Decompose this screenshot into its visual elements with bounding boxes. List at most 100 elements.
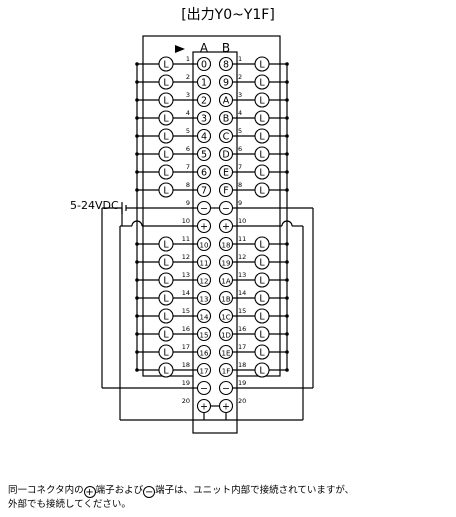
pin-number-right: 7 — [238, 163, 242, 171]
load-left-label: L — [163, 330, 169, 341]
minus-terminal-icon: − — [143, 486, 156, 498]
note-part1: 同一コネクタ内の — [8, 485, 84, 496]
load-left-label: L — [163, 240, 169, 251]
terminal-b-label: B — [223, 113, 230, 124]
junction-dot — [285, 314, 289, 318]
terminal-b-label: + — [222, 401, 230, 412]
junction-dot — [135, 188, 139, 192]
junction-dot — [285, 134, 289, 138]
junction-dot — [285, 278, 289, 282]
junction-dot — [285, 116, 289, 120]
load-right-label: L — [259, 258, 265, 269]
junction-dot — [285, 350, 289, 354]
load-left-label: L — [163, 294, 169, 305]
pin-number-left: 19 — [182, 379, 190, 387]
terminal-b-label: 9 — [223, 77, 229, 88]
terminal-b-label: 8 — [223, 59, 229, 70]
terminal-a-label: + — [200, 401, 208, 412]
terminal-b-label: − — [222, 203, 230, 214]
pin-number-right: 12 — [238, 253, 246, 261]
load-left-label: L — [163, 78, 169, 89]
load-right-label: L — [259, 150, 265, 161]
plus-terminal-icon: + — [83, 486, 96, 498]
pin-number-right: 17 — [238, 343, 246, 351]
junction-dot — [135, 260, 139, 264]
terminal-a-label: 15 — [200, 331, 209, 339]
load-right-label: L — [259, 168, 265, 179]
terminal-b-label: 18 — [222, 241, 231, 249]
junction-dot — [135, 152, 139, 156]
pin-number-left: 12 — [182, 253, 190, 261]
pin-number-right: 9 — [238, 199, 242, 207]
terminal-b-label: 1C — [221, 313, 230, 321]
pin-number-left: 8 — [186, 181, 190, 189]
terminal-b-label: 19 — [222, 259, 231, 267]
terminal-b-label: 1D — [221, 331, 231, 339]
pin-number-right: 13 — [238, 271, 246, 279]
load-right-label: L — [259, 60, 265, 71]
junction-dot — [285, 242, 289, 246]
terminal-b-label: A — [223, 95, 230, 106]
load-right-label: L — [259, 78, 265, 89]
load-left-label: L — [163, 366, 169, 377]
terminal-a-label: 3 — [201, 113, 207, 124]
terminal-b-label: C — [223, 131, 230, 142]
terminal-a-label: 1 — [201, 77, 207, 88]
load-right-label: L — [259, 114, 265, 125]
load-left-label: L — [163, 348, 169, 359]
terminal-b-label: 1E — [222, 349, 231, 357]
pin-number-right: 11 — [238, 235, 246, 243]
terminal-a-label: 10 — [200, 241, 209, 249]
load-right-label: L — [259, 330, 265, 341]
pin-number-left: 6 — [186, 145, 190, 153]
junction-dot — [285, 98, 289, 102]
terminal-b-label: 1F — [222, 367, 230, 375]
wire-crossover-left — [131, 220, 143, 227]
junction-dot — [285, 188, 289, 192]
junction-dot — [135, 242, 139, 246]
terminal-b-label: 1B — [221, 295, 230, 303]
pin-number-right: 16 — [238, 325, 246, 333]
supply-label: 5-24VDC — [70, 199, 119, 212]
load-right-label: L — [259, 96, 265, 107]
pin-number-right: 10 — [238, 217, 246, 225]
junction-dot — [135, 314, 139, 318]
junction-dot — [135, 170, 139, 174]
pin-number-right: 5 — [238, 127, 242, 135]
junction-dot — [285, 296, 289, 300]
pin1-arrow-icon — [175, 45, 185, 53]
note-part3: 端子は、ユニット内部で接続されていますが、 — [155, 485, 355, 496]
terminal-b-label: E — [223, 167, 229, 178]
pin-number-right: 14 — [238, 289, 246, 297]
pin-number-left: 5 — [186, 127, 190, 135]
pin-number-right: 4 — [238, 109, 242, 117]
pin-number-left: 10 — [182, 217, 190, 225]
load-right-label: L — [259, 294, 265, 305]
terminal-b-label: D — [222, 149, 229, 160]
junction-dot — [135, 62, 139, 66]
terminal-b-label: F — [223, 185, 228, 196]
pin-number-left: 1 — [186, 55, 190, 63]
junction-dot — [135, 332, 139, 336]
load-left-label: L — [163, 168, 169, 179]
load-left-label: L — [163, 132, 169, 143]
load-right-label: L — [259, 348, 265, 359]
pin-number-left: 17 — [182, 343, 190, 351]
pin-number-right: 6 — [238, 145, 242, 153]
pin-number-right: 8 — [238, 181, 242, 189]
load-left-label: L — [163, 96, 169, 107]
terminal-b-label: + — [222, 221, 230, 232]
pin-number-right: 2 — [238, 73, 242, 81]
note-line2: 外部でも接続してください。 — [8, 499, 131, 510]
terminal-a-label: 4 — [201, 131, 207, 142]
load-left-label: L — [163, 312, 169, 323]
terminal-a-label: 0 — [201, 59, 207, 70]
pin-number-left: 9 — [186, 199, 190, 207]
junction-dot — [135, 350, 139, 354]
junction-dot — [285, 368, 289, 372]
terminal-b-label: 1A — [221, 277, 230, 285]
junction-dot — [285, 170, 289, 174]
load-right-label: L — [259, 240, 265, 251]
pin-number-right: 18 — [238, 361, 246, 369]
terminal-a-label: 5 — [201, 149, 207, 160]
